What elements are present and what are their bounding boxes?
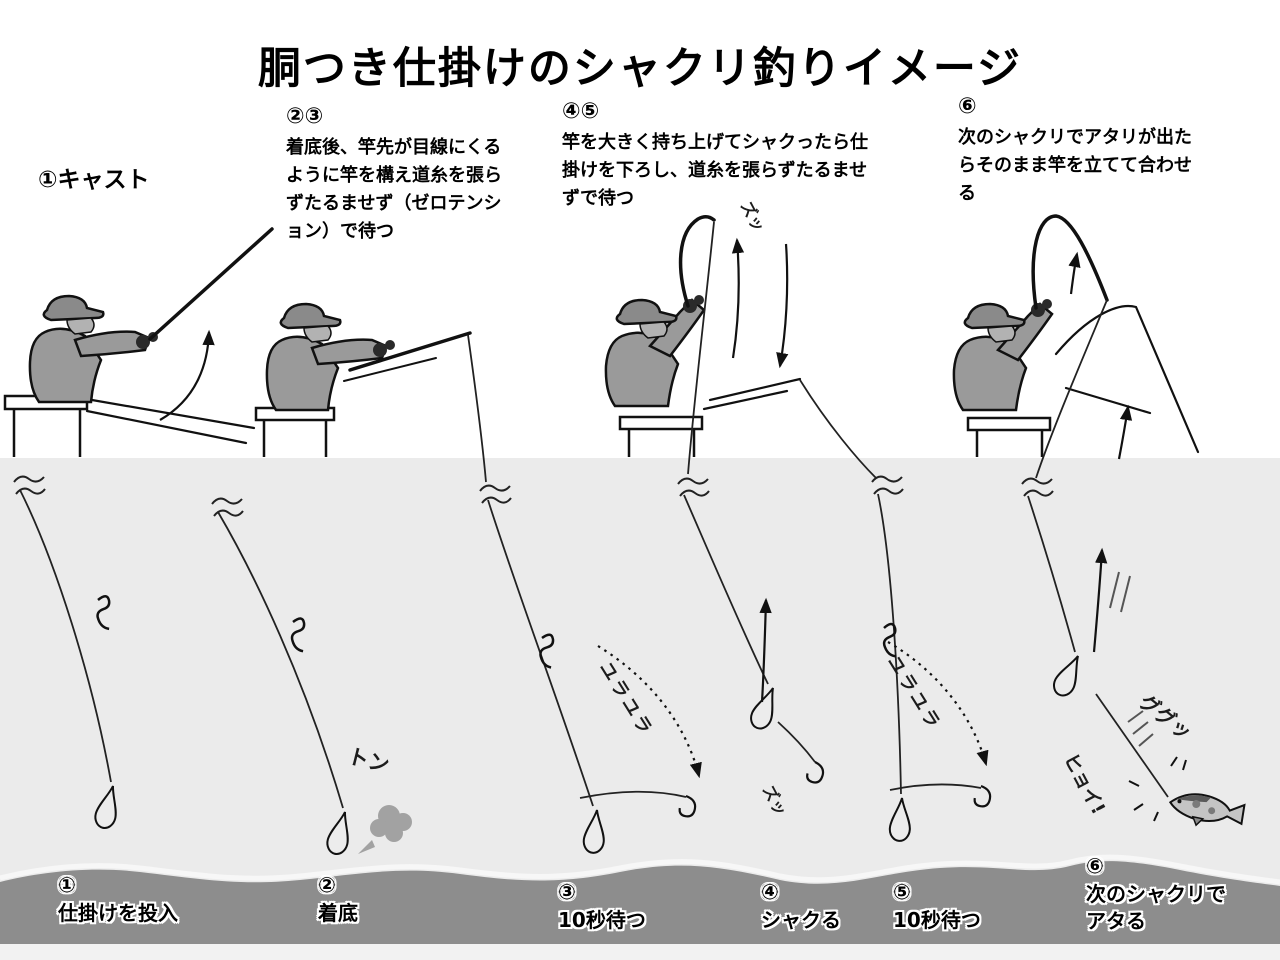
rig-5-waiting: [877, 493, 993, 843]
seabed: [0, 854, 1280, 960]
rod-strike-high: [1031, 214, 1109, 310]
step23-note: ②③ 着底後、竿先が目線にくるように竿を構え道糸を張らずたるませず（ゼロテンショ…: [286, 104, 518, 246]
strike-arrow-1: [1068, 251, 1081, 295]
rod-lowered-1: [708, 377, 802, 402]
line-lifted-to-water: [687, 221, 715, 475]
rig-1-sinking: [19, 489, 124, 832]
dropper-line-3: [579, 790, 687, 799]
bottom-label-1-num: ①: [58, 873, 76, 897]
step45-note: ④⑤ 竿を大きく持ち上げてシャクったら仕掛けを下ろし、道糸を張らずたるませずで待…: [562, 99, 874, 213]
lift-arrow: [731, 237, 745, 359]
bottom-label-6-text: 次のシャクリで アタる: [1086, 882, 1226, 934]
step23-text: 着底後、竿先が目線にくるように竿を構え道糸を張らずたるませず（ゼロテンション）で…: [286, 137, 502, 243]
line-lowered-to-water: [799, 379, 877, 479]
bottom-label-3-text: 10秒待つ: [558, 908, 646, 933]
rig-6-hooked: [1027, 495, 1246, 827]
rig-4-jerk: [683, 494, 827, 786]
rod-cast-low-2: [85, 409, 248, 445]
pier-4: [966, 416, 1052, 432]
bottom-label-2-text: 着底: [318, 901, 358, 926]
taut-line: [1095, 693, 1169, 798]
bottom-label-1: ① 仕掛けを投入: [58, 873, 178, 927]
cast-motion-arrow: [159, 329, 215, 421]
pier-3: [618, 415, 704, 431]
fisherman-lifting: [604, 293, 706, 408]
fish-eye: [1177, 799, 1182, 804]
dropper-line-5: [889, 783, 982, 791]
bottom-label-4-num: ④: [761, 880, 779, 904]
pull-up-arrow: [759, 597, 772, 703]
bottom-label-4: ④ シャクる: [761, 880, 841, 934]
rod-cast-up: [148, 227, 274, 341]
line-rod-to-water: [467, 334, 487, 483]
bottom-label-3: ③ 10秒待つ: [558, 880, 646, 934]
step23-number: ②③: [286, 104, 324, 129]
splash-marks: [1128, 756, 1187, 822]
sand-puff: [358, 805, 412, 854]
panel-strike: [952, 214, 1200, 479]
rod-lifted: [678, 215, 716, 308]
line-strike-to-water: [1035, 299, 1108, 479]
panel-lift: [604, 215, 877, 479]
fisherman-holding: [265, 302, 397, 412]
dropper-line-4: [777, 721, 816, 763]
drop-arrow: [776, 243, 789, 369]
motion-dashes-line: [1109, 571, 1131, 613]
bottom-label-3-num: ③: [558, 880, 576, 904]
step6-text: 次のシャクリでアタリが出たらそのまま竿を立てて合わせる: [958, 127, 1192, 205]
rod-cast-low-1: [90, 398, 256, 430]
rig-2-bottom: [217, 511, 412, 858]
panel-cast: [3, 227, 274, 457]
motion-dashes-fish: [1127, 710, 1154, 747]
bottom-label-4-text: シャクる: [761, 908, 841, 933]
step6-number: ⑥: [958, 94, 977, 119]
step45-number: ④⑤: [562, 99, 600, 124]
rod-lowered-2: [702, 389, 789, 411]
fisherman-striking: [952, 297, 1054, 412]
diagram-title: 胴つき仕掛けのシャクリ釣りイメージ: [257, 44, 1023, 94]
bottom-label-6: ⑥ 次のシャクリで アタる: [1086, 854, 1226, 935]
fish: [1168, 793, 1246, 827]
rod-level: [348, 331, 472, 372]
strike-arrow-2: [1117, 404, 1133, 460]
bottom-label-2-num: ②: [318, 873, 336, 897]
bottom-label-2: ② 着底: [318, 873, 358, 927]
bottom-label-6-num: ⑥: [1086, 854, 1104, 878]
rod-strike-low: [1064, 386, 1152, 415]
rod-strike-mid: [1054, 305, 1200, 454]
step6-note: ⑥ 次のシャクリでアタリが出たらそのまま竿を立てて合わせる: [958, 94, 1192, 208]
bottom-label-5-num: ⑤: [893, 880, 911, 904]
step1-label: ①キャスト: [38, 167, 150, 193]
hookset-arrow: [1092, 547, 1108, 653]
bottom-label-5-text: 10秒待つ: [893, 908, 981, 933]
bottom-label-5: ⑤ 10秒待つ: [893, 880, 981, 934]
rod-level-2: [343, 357, 437, 382]
rig-3-waiting: [487, 499, 702, 855]
fisherman-casting: [28, 294, 160, 404]
bottom-label-1-text: 仕掛けを投入: [58, 901, 178, 926]
panel-hold: [254, 302, 487, 483]
step45-text: 竿を大きく持ち上げてシャクったら仕掛けを下ろし、道糸を張らずたるませずで待つ: [562, 132, 868, 210]
